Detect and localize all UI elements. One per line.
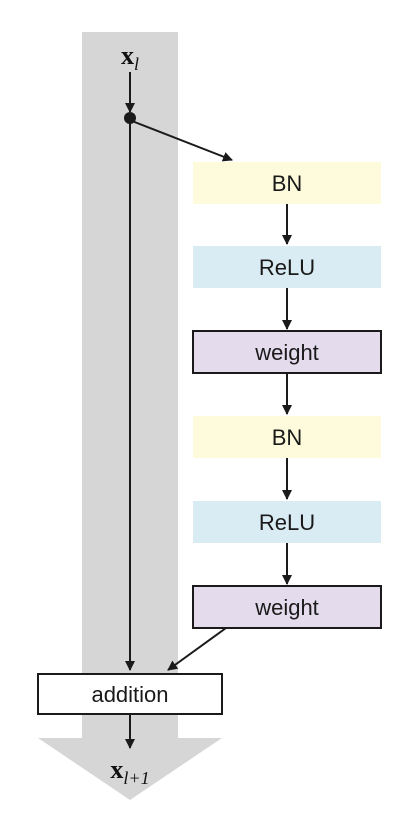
output-subscript: l+1 xyxy=(123,768,149,788)
block-weight-2: weight xyxy=(192,585,382,629)
block-bn-2-label: BN xyxy=(272,425,303,450)
branch-merge-arrow xyxy=(167,627,227,671)
output-label: xl+1 xyxy=(110,755,149,788)
input-label: xl xyxy=(121,41,139,74)
block-relu-1-label: ReLU xyxy=(259,255,315,280)
block-bn-2: BN xyxy=(193,416,381,458)
block-relu-2-label: ReLU xyxy=(259,510,315,535)
block-relu-2: ReLU xyxy=(193,501,381,543)
input-base: x xyxy=(121,41,134,70)
input-subscript: l xyxy=(134,54,139,74)
block-weight-1: weight xyxy=(192,330,382,374)
block-relu-1: ReLU xyxy=(193,246,381,288)
addition-block: addition xyxy=(37,673,223,715)
block-bn-1: BN xyxy=(193,162,381,204)
addition-label: addition xyxy=(91,682,168,707)
output-base: x xyxy=(110,755,123,784)
block-bn-1-label: BN xyxy=(272,171,303,196)
block-weight-1-label: weight xyxy=(254,340,319,365)
block-weight-2-label: weight xyxy=(254,595,319,620)
branch-arrow xyxy=(131,120,233,162)
